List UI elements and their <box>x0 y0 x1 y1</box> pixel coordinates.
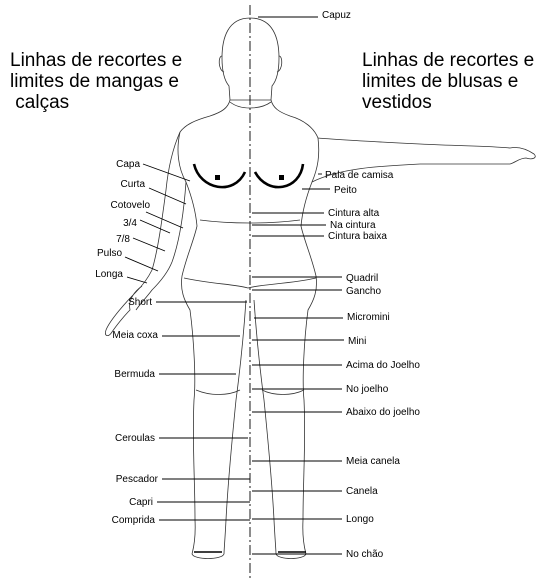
leader-line-sete-oitavos <box>132 237 166 252</box>
right-heading-line-1: Linhas de recortes e <box>362 50 535 71</box>
label-meia-canela: Meia canela <box>346 456 400 467</box>
label-longo: Longo <box>346 514 374 525</box>
left-foot <box>191 553 225 559</box>
label-capa: Capa <box>116 159 140 170</box>
bust-arcs <box>192 163 305 189</box>
label-no-chao: No chão <box>346 549 384 560</box>
right-heading: Linhas de recortes e limites de blusas e… <box>362 50 548 113</box>
left-heading-line-2: limites de mangas e <box>10 71 179 92</box>
label-abaixo-do-joelho: Abaixo do joelho <box>346 407 420 418</box>
label-pulso: Pulso <box>97 248 122 259</box>
label-sete-oitavos: 7/8 <box>116 234 130 245</box>
leader-line-pulso <box>124 256 159 272</box>
body-outline <box>105 17 536 559</box>
label-capri: Capri <box>129 497 153 508</box>
label-pescador: Pescador <box>116 474 159 485</box>
left-heading: Linhas de recortes e limites de mangas e… <box>10 50 210 113</box>
leader-line-cotovelo <box>145 211 184 229</box>
label-cotovelo: Cotovelo <box>111 200 151 211</box>
head-outline <box>221 17 280 101</box>
right-heading-line-2: limites de blusas e <box>362 71 519 92</box>
label-canela: Canela <box>346 486 378 497</box>
left-heading-line-3: calças <box>10 92 70 113</box>
left-heading-line-1: Linhas de recortes e <box>10 50 183 71</box>
torso-right-side <box>300 137 320 555</box>
right-knee <box>261 389 305 395</box>
label-ceroulas: Ceroulas <box>115 433 155 444</box>
left-knee <box>195 389 241 395</box>
left-ear <box>218 55 225 73</box>
label-cintura-alta: Cintura alta <box>328 208 380 219</box>
label-no-joelho: No joelho <box>346 384 389 395</box>
label-tres-quartos: 3/4 <box>123 218 137 229</box>
inner-leg-right <box>253 299 277 555</box>
left-arm <box>105 131 187 336</box>
inner-leg-left <box>223 299 247 555</box>
label-bermuda: Bermuda <box>114 369 155 380</box>
label-micromini: Micromini <box>347 312 390 323</box>
right-bust-arc <box>253 163 305 189</box>
right-nipple-mark <box>279 175 284 180</box>
neck-shoulders <box>179 99 319 139</box>
label-meia-coxa: Meia coxa <box>112 330 158 341</box>
leader-line-tres-quartos <box>139 219 171 234</box>
right-foot <box>275 553 307 559</box>
label-curta: Curta <box>121 179 146 190</box>
label-gancho: Gancho <box>346 286 381 297</box>
left-nipple-mark <box>215 175 220 180</box>
leader-line-capa <box>142 163 191 182</box>
label-mini: Mini <box>348 336 366 347</box>
leader-line-curta <box>148 187 187 205</box>
neckline <box>229 101 272 109</box>
right-arm <box>311 137 536 183</box>
hip-curve <box>183 277 317 289</box>
label-acima-do-joelho: Acima do Joelho <box>346 360 420 371</box>
label-short: Short <box>128 297 152 308</box>
torso-left-side <box>177 131 198 555</box>
label-pala-de-camisa: Pala de camisa <box>325 170 394 181</box>
right-ear <box>276 55 283 73</box>
label-capuz: Capuz <box>322 10 351 21</box>
left-bust-arc <box>192 163 247 189</box>
label-na-cintura: Na cintura <box>330 220 376 231</box>
label-quadril: Quadril <box>346 273 378 284</box>
label-cintura-baixa: Cintura baixa <box>328 231 387 242</box>
right-heading-line-3: vestidos <box>362 92 432 113</box>
leader-line-longa <box>126 276 148 284</box>
label-comprida: Comprida <box>112 515 156 526</box>
leader-lines <box>124 16 344 555</box>
label-longa: Longa <box>95 269 123 280</box>
label-peito: Peito <box>334 185 357 196</box>
